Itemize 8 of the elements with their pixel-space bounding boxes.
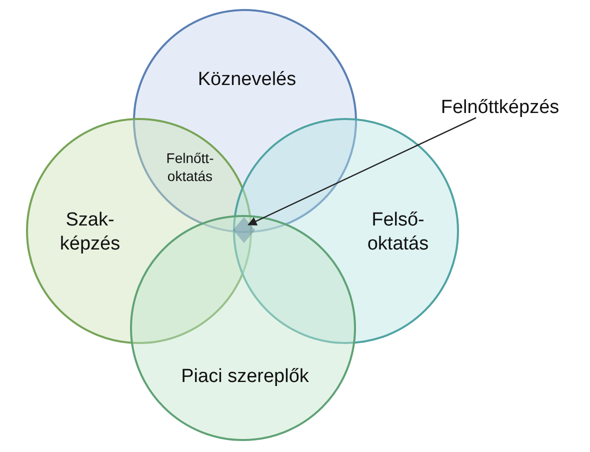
leader-arrow bbox=[248, 117, 476, 226]
region-label: Felnőtt- oktatás bbox=[165, 150, 215, 185]
circle-label: Piaci szereplők bbox=[180, 365, 310, 389]
circle-label: Köznevelés bbox=[196, 68, 298, 92]
overlap-region bbox=[233, 217, 255, 243]
callout-text: Felnőttképzés bbox=[420, 96, 580, 120]
circle-label: Szak- képzés bbox=[58, 208, 122, 256]
circle-label: Felső- oktatás bbox=[366, 208, 430, 256]
